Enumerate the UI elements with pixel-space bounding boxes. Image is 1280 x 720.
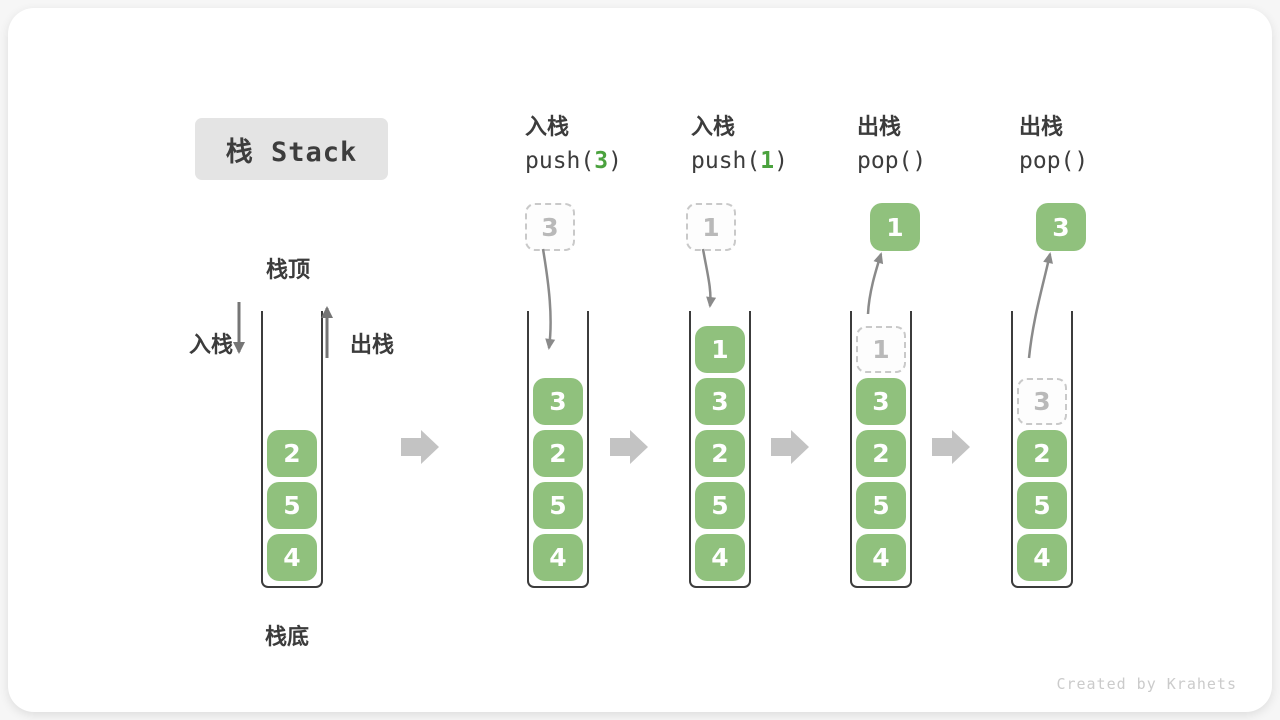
operation-header: 出栈 pop() [857,113,1027,179]
pop-1-arrow [866,252,884,315]
popped-cell: 1 [870,203,920,251]
stack-cell: 1 [695,326,745,373]
stack-cell: 4 [1017,534,1067,581]
operation-header: 出栈 pop() [1019,113,1189,179]
operation-header: 入栈 push(3) [525,113,695,179]
operation-label: 出栈 [1019,115,1064,140]
pop-direction-label: 出栈 [350,333,395,358]
stack-cell-ghost: 1 [856,326,906,373]
stack-cell-ghost: 3 [1017,378,1067,425]
stack-cell: 5 [695,482,745,529]
stack-well: 1 3 2 5 4 [850,311,912,588]
operation-code-post: ) [608,148,622,174]
flow-arrow-4 [932,430,970,464]
operation-code-pre: pop( [1019,148,1075,174]
popped-cell: 3 [1036,203,1086,251]
operation-label: 入栈 [691,115,736,140]
stack-cell: 4 [267,534,317,581]
incoming-cell-ghost: 3 [525,203,575,251]
stack-well: 2 5 4 [261,311,323,588]
stack-cell: 2 [533,430,583,477]
stack-cell: 5 [1017,482,1067,529]
operation-code-arg: 3 [594,148,609,174]
stack-cell: 2 [856,430,906,477]
operation-code-pre: pop( [857,148,913,174]
stack-cell: 3 [695,378,745,425]
stack-well: 3 2 5 4 [527,311,589,588]
stack-cell: 2 [1017,430,1067,477]
operation-code: push(3) [525,143,695,179]
flow-arrow-3 [771,430,809,464]
stack-cell: 3 [533,378,583,425]
stack-cell: 2 [695,430,745,477]
stack-bottom-label: 栈底 [265,625,310,650]
operation-code: pop() [1019,143,1189,179]
operation-code-pre: push( [691,148,761,174]
stack-well: 1 3 2 5 4 [689,311,751,588]
stack-cell: 5 [533,482,583,529]
operation-code-pre: push( [525,148,595,174]
stack-cell: 5 [856,482,906,529]
operation-code-post: ) [774,148,788,174]
stack-cell: 5 [267,482,317,529]
operation-code-post: ) [1074,148,1089,174]
operation-label: 入栈 [525,115,570,140]
stack-cell: 4 [856,534,906,581]
stack-cell: 4 [695,534,745,581]
stack-well: 3 2 5 4 [1011,311,1073,588]
operation-code: pop() [857,143,1027,179]
operation-code: push(1) [691,143,861,179]
flow-arrow-1 [401,430,439,464]
stack-top-label: 栈顶 [266,258,311,283]
flow-arrow-2 [610,430,648,464]
operation-code-arg: 1 [760,148,775,174]
operation-code-post: ) [912,148,927,174]
stack-cell: 4 [533,534,583,581]
operation-label: 出栈 [857,115,902,140]
watermark: Created by Krahets [1056,675,1237,693]
stack-cell: 2 [267,430,317,477]
title-badge: 栈 Stack [195,118,388,180]
operation-header: 入栈 push(1) [691,113,861,179]
push-direction-label: 入栈 [189,333,234,358]
push-1-arrow [701,248,717,308]
incoming-cell-ghost: 1 [686,203,736,251]
stack-cell: 3 [856,378,906,425]
